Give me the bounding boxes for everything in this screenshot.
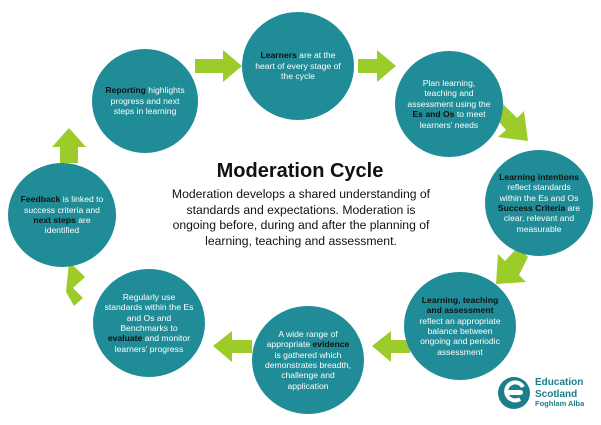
stage-reporting: Reporting highlights progress and next s… bbox=[92, 49, 198, 153]
stage-learners: Learners are at the heart of every stage… bbox=[242, 12, 354, 120]
stage-text-run: next steps bbox=[33, 215, 76, 225]
stage-text-run: and monitor learners' progress bbox=[114, 333, 191, 354]
stage-text-run: reflect an appropriate balance between o… bbox=[419, 315, 501, 357]
arrow-feedback-to-reporting bbox=[52, 128, 86, 163]
stage-reporting-text: Reporting highlights progress and next s… bbox=[103, 85, 188, 116]
stage-text-run: is linked to success criteria and bbox=[24, 194, 104, 215]
stage-learners-text: Learners are at the heart of every stage… bbox=[253, 50, 343, 81]
arrow-learners-to-plan bbox=[358, 50, 396, 82]
stage-learning-intentions: Learning intentions reflect standards wi… bbox=[485, 150, 593, 256]
stage-text-run: is gathered which demonstrates breadth, … bbox=[265, 349, 351, 391]
stage-text-run: Es and Os bbox=[412, 109, 455, 120]
stage-text-run: Feedback bbox=[20, 194, 61, 205]
logo-name-line1: Education bbox=[535, 377, 584, 388]
stage-feedback-text: Feedback is linked to success criteria a… bbox=[19, 194, 105, 236]
stage-text-run: Reporting bbox=[105, 85, 146, 96]
arrow-intentions-to-balance bbox=[496, 247, 528, 284]
stage-text-run: to meet learners' needs bbox=[419, 109, 486, 130]
stage-plan-text: Plan learning, teaching and assessment u… bbox=[406, 78, 492, 130]
stage-text-run: Success Criteria bbox=[497, 203, 566, 213]
stage-evaluate-text: Regularly use standards within the Es an… bbox=[104, 292, 194, 355]
stage-learning-intentions-text: Learning intentions reflect standards wi… bbox=[496, 172, 582, 235]
stage-text-run: Plan learning, teaching and assessment u… bbox=[407, 77, 491, 109]
stage-text-run: are identified bbox=[44, 215, 91, 236]
stage-text-run: Learners bbox=[260, 50, 297, 61]
stage-text-run: reflect standards within the Es and Os bbox=[499, 182, 579, 203]
stage-text-run: Regularly use standards within the Es an… bbox=[104, 291, 194, 333]
stage-feedback: Feedback is linked to success criteria a… bbox=[8, 163, 116, 267]
stage-text-run: are clear, relevant and measurable bbox=[503, 203, 581, 234]
arrow-evidence-to-evaluate bbox=[213, 331, 252, 362]
arrow-reporting-to-learners bbox=[195, 50, 242, 82]
logo-name-line2: Scotland bbox=[535, 388, 578, 400]
arrow-evaluate-to-feedback bbox=[66, 262, 85, 306]
stage-text-run: highlights progress and next steps in le… bbox=[110, 85, 185, 117]
arrow-balance-to-evidence bbox=[372, 331, 410, 362]
stage-plan: Plan learning, teaching and assessment u… bbox=[395, 51, 503, 157]
stage-evidence: A wide range of appropriate evidence is … bbox=[252, 306, 364, 414]
diagram-title: Moderation Cycle bbox=[216, 160, 384, 182]
stage-text-run: Learning, teaching and assessment bbox=[421, 294, 499, 316]
education-scotland-logo: Education Scotland Foghlam Alba bbox=[535, 377, 584, 409]
stage-text-run: evaluate bbox=[107, 333, 143, 344]
stage-evaluate: Regularly use standards within the Es an… bbox=[93, 269, 205, 377]
stage-balance: Learning, teaching and assessment reflec… bbox=[404, 272, 516, 380]
stage-text-run: Learning intentions bbox=[499, 171, 579, 182]
logo-subtitle: Foghlam Alba bbox=[535, 399, 585, 408]
stage-text-run: are at the heart of every stage of the c… bbox=[255, 50, 341, 82]
education-scotland-logo-icon bbox=[498, 377, 530, 409]
stage-balance-text: Learning, teaching and assessment reflec… bbox=[415, 295, 505, 358]
stage-evidence-text: A wide range of appropriate evidence is … bbox=[263, 329, 353, 392]
diagram-description: Moderation develops a shared understandi… bbox=[171, 187, 431, 248]
stage-text-run: evidence bbox=[312, 339, 350, 350]
stage-text-run: A wide range of appropriate bbox=[266, 328, 338, 350]
